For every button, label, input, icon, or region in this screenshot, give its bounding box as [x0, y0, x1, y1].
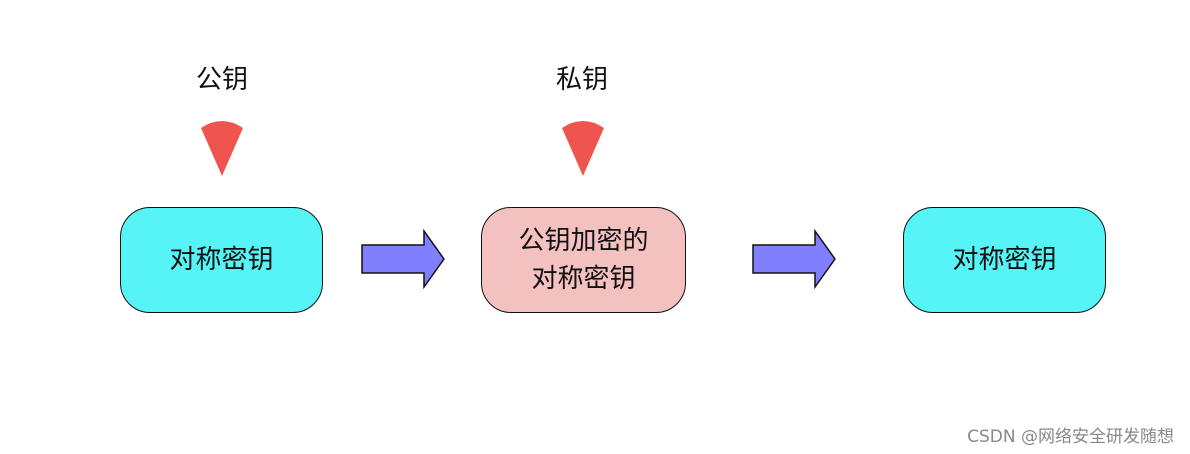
- right-arrow-icon: [752, 229, 836, 289]
- public-key-label: 公钥: [195, 65, 248, 95]
- private-key-wedge-icon: [562, 121, 604, 176]
- symmetric-key-box: 对称密钥: [120, 207, 323, 313]
- decrypted-symmetric-key-box-label: 对称密钥: [952, 245, 1057, 275]
- encrypted-box-line-2: 对称密钥: [531, 264, 636, 294]
- watermark: CSDN @网络安全研发随想: [967, 427, 1174, 447]
- encrypted-box-line-1: 公钥加密的: [518, 226, 649, 256]
- encrypted-symmetric-key-box: 公钥加密的 对称密钥: [481, 207, 686, 313]
- private-key-label: 私钥: [555, 65, 608, 95]
- right-arrow-icon: [361, 229, 445, 289]
- decrypted-symmetric-key-box: 对称密钥: [903, 207, 1106, 313]
- public-key-wedge-icon: [201, 121, 243, 176]
- symmetric-key-box-label: 对称密钥: [169, 245, 274, 275]
